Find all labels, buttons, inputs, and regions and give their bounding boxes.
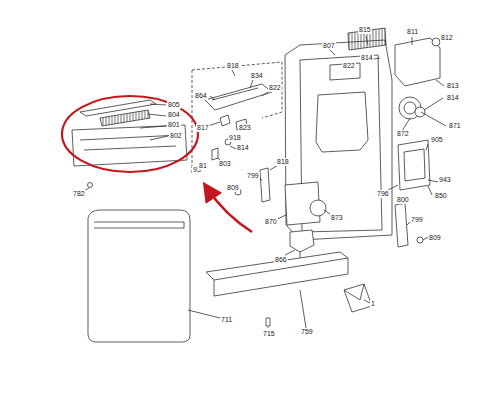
callout-number: 782 — [72, 190, 86, 198]
callout-number: 822 — [268, 84, 282, 92]
callout-number: 759 — [300, 328, 314, 336]
callout-number: 1 — [370, 300, 376, 308]
callout-number: 803 — [218, 160, 232, 168]
callout-number: 823 — [238, 124, 252, 132]
callout-number: 850 — [434, 192, 448, 200]
callout-number: 799 — [410, 216, 424, 224]
callout-number: 801 — [167, 121, 181, 129]
callout-number: 943 — [438, 176, 452, 184]
callout-number: 813 — [446, 82, 460, 90]
callout-number: 802 — [169, 132, 183, 140]
callout-number: 811 — [406, 28, 419, 36]
callout-number: 804 — [167, 111, 181, 119]
callout-number: 871 — [448, 122, 462, 130]
callout-number: 866 — [274, 256, 288, 264]
callout-number: 864 — [194, 92, 208, 100]
callout-number: 817 — [196, 124, 210, 132]
callout-number: 814 — [446, 94, 460, 102]
callout-number: 800 — [396, 196, 410, 204]
callout-number: 918 — [228, 134, 242, 142]
callout-number: 818 — [226, 62, 240, 70]
callout-number: 807 — [322, 42, 336, 50]
callout-number: 834 — [250, 72, 264, 80]
callout-number: 805 — [167, 101, 181, 109]
callout-number: 818 — [276, 158, 290, 166]
callout-number: 711 — [220, 316, 233, 324]
callout-number: 814 — [360, 54, 374, 62]
callout-number: 822 — [342, 62, 356, 70]
callout-number: 715 — [262, 330, 276, 338]
callout-number: 81 — [198, 162, 208, 170]
callout-number: 873 — [330, 214, 344, 222]
callout-number: 872 — [396, 130, 410, 138]
callout-number: 905 — [430, 136, 444, 144]
callout-number: 799 — [246, 172, 260, 180]
callout-number: 814 — [236, 144, 250, 152]
callout-number: 809 — [226, 184, 240, 192]
callout-number: 812 — [440, 34, 454, 42]
callout-number: 796 — [376, 190, 390, 198]
callout-number: 815 — [358, 26, 372, 34]
callout-number: 809 — [428, 234, 442, 242]
callout-number: 870 — [264, 218, 278, 226]
